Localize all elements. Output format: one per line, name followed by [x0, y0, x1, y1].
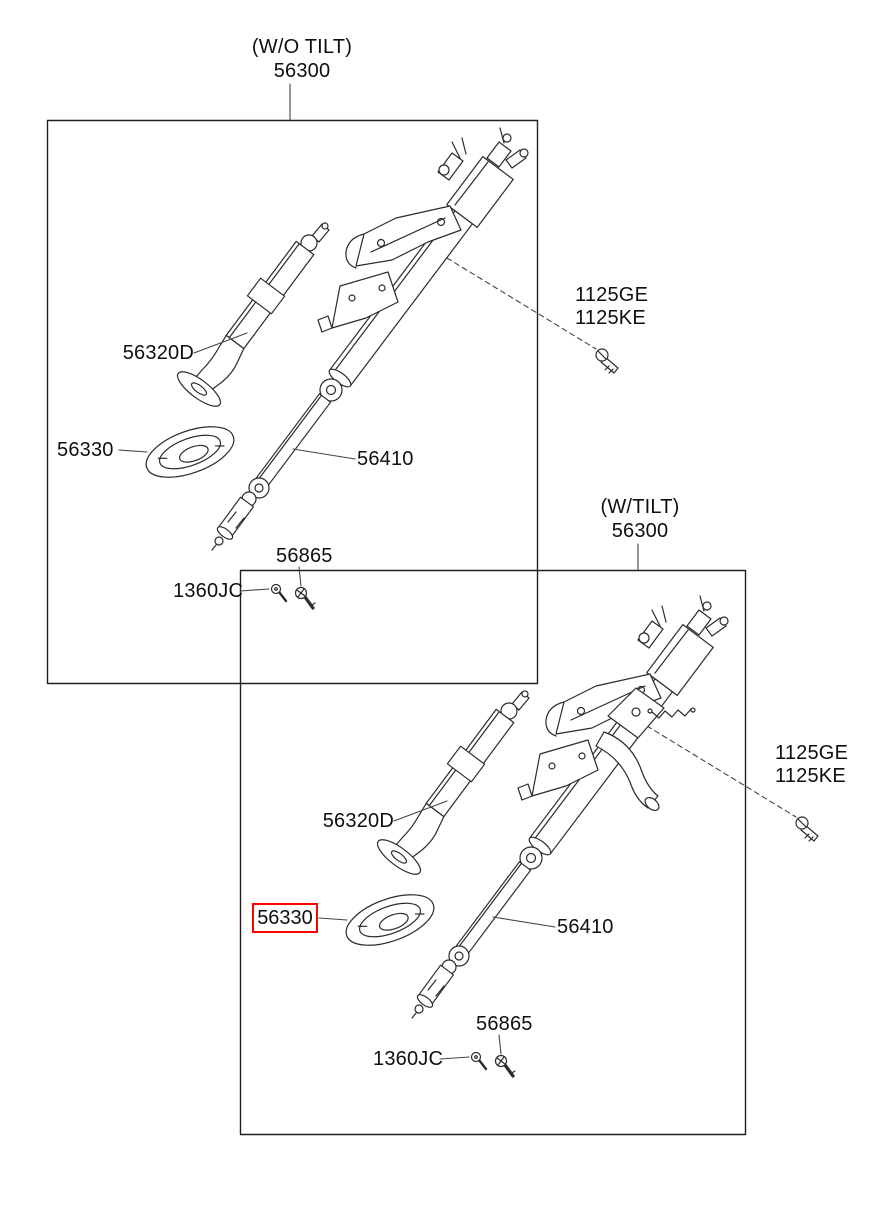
part-label-56330-wo-tilt[interactable]: 56330 [57, 439, 114, 461]
assembly-frames [46, 119, 747, 1136]
assembly-frame-wo-tilt [46, 119, 539, 685]
part-leader-lines [118, 332, 356, 592]
mount-bolt-1125-drawing [446, 257, 619, 374]
title-leader-lines [289, 83, 639, 571]
part-label-56300-wo-tilt[interactable]: 56300 [273, 60, 331, 82]
part-label-56865-w-tilt[interactable]: 56865 [476, 1013, 533, 1035]
intermediate-shaft-56320d-drawing [176, 222, 330, 407]
part-label-1360jc-wo-tilt[interactable]: 1360JC [173, 580, 244, 602]
joint-shaft-56410-drawing [211, 393, 332, 551]
part-label-56320d-w-tilt[interactable]: 56320D [322, 810, 394, 832]
screw-1360jc-drawing [270, 583, 288, 603]
steering-column-drawing-wo-tilt [118, 127, 619, 610]
steering-column-drawing-w-tilt [317, 594, 820, 1078]
assembly-frame-w-tilt [239, 569, 747, 1136]
part-label-1125ge-wo-tilt[interactable]: 1125GE [575, 284, 649, 306]
part-label-1125ke-w-tilt[interactable]: 1125KE [775, 765, 846, 787]
part-label-56410-wo-tilt[interactable]: 56410 [357, 448, 414, 470]
part-label-1360jc-w-tilt[interactable]: 1360JC [373, 1048, 444, 1070]
bolt-56865-drawing [294, 586, 316, 610]
dust-seal-56330-drawing [145, 426, 235, 478]
variant-title-wo-tilt: (W/O TILT) [251, 36, 353, 58]
part-label-56410-w-tilt[interactable]: 56410 [557, 916, 614, 938]
part-label-1125ge-w-tilt[interactable]: 1125GE [775, 742, 849, 764]
part-label-56330-w-tilt[interactable]: 56330 [257, 907, 313, 929]
part-label-56320d-wo-tilt[interactable]: 56320D [122, 342, 194, 364]
part-label-56300-w-tilt[interactable]: 56300 [611, 520, 669, 542]
variant-title-w-tilt: (W/TILT) [600, 496, 680, 518]
tilt-mechanism-drawing [595, 687, 696, 812]
highlight-box-56330: 56330 [252, 903, 318, 933]
part-label-1125ke-wo-tilt[interactable]: 1125KE [575, 307, 646, 329]
part-label-56865-wo-tilt[interactable]: 56865 [276, 545, 333, 567]
upper-column-drawing [317, 127, 529, 402]
